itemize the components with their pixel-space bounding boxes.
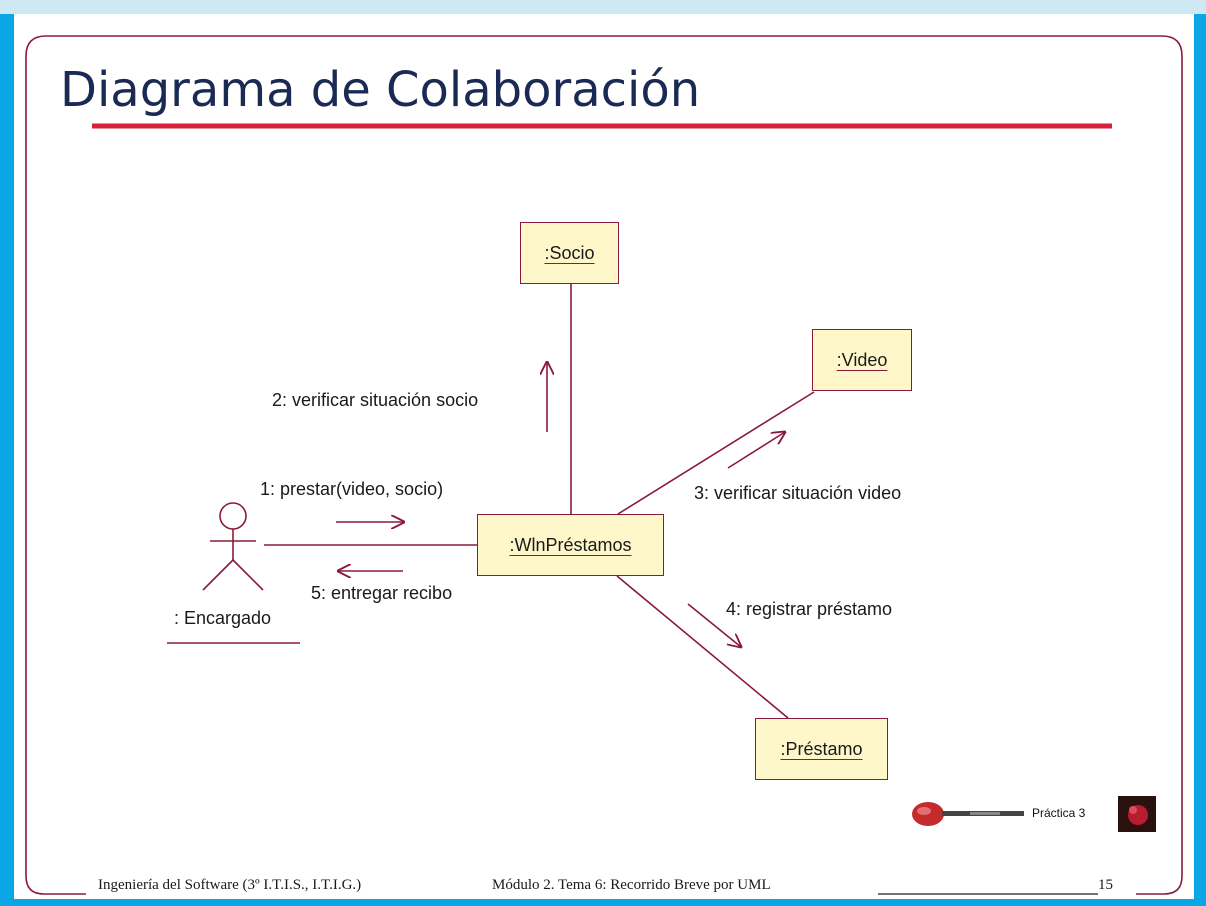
object-video-label: :Video	[836, 349, 888, 370]
link-wln-prestamo	[616, 575, 789, 719]
message-4-arrow	[687, 603, 741, 647]
object-video: :Video	[812, 329, 912, 391]
object-wlnprestamos-label: :WlnPréstamos	[509, 534, 632, 555]
top-strip	[0, 0, 1206, 14]
collaboration-diagram	[167, 284, 815, 719]
actor-label: : Encargado	[174, 608, 272, 628]
footer-module: Módulo 2. Tema 6: Recorrido Breve por UM…	[492, 877, 771, 893]
object-socio-label: :Socio	[544, 242, 595, 263]
slide-title: Diagrama de Colaboración	[60, 62, 701, 118]
footer-page-number: 15	[1098, 877, 1113, 893]
message-4-label: 4: registrar préstamo	[726, 599, 893, 619]
practica-thumbnail-icon	[1118, 796, 1156, 832]
message-1-label: 1: prestar(video, socio)	[260, 479, 444, 499]
object-prestamo-label: :Préstamo	[780, 738, 863, 759]
link-wln-video	[617, 391, 815, 515]
object-prestamo: :Préstamo	[755, 718, 888, 780]
message-2-label: 2: verificar situación socio	[272, 390, 479, 410]
slide: Diagrama de Colaboración :Socio	[14, 14, 1194, 899]
practica-label: Práctica 3	[1032, 806, 1086, 820]
footer-course: Ingeniería del Software (3º I.T.I.S., I.…	[98, 877, 362, 893]
message-3-arrow	[727, 432, 785, 469]
message-3-label: 3: verificar situación video	[694, 483, 902, 503]
slide-frame	[25, 35, 1183, 895]
actor-icon	[202, 502, 264, 591]
object-wlnprestamos: :WlnPréstamos	[477, 514, 664, 576]
dart-icon	[912, 802, 1024, 826]
object-socio: :Socio	[520, 222, 619, 284]
message-5-label: 5: entregar recibo	[311, 583, 453, 603]
